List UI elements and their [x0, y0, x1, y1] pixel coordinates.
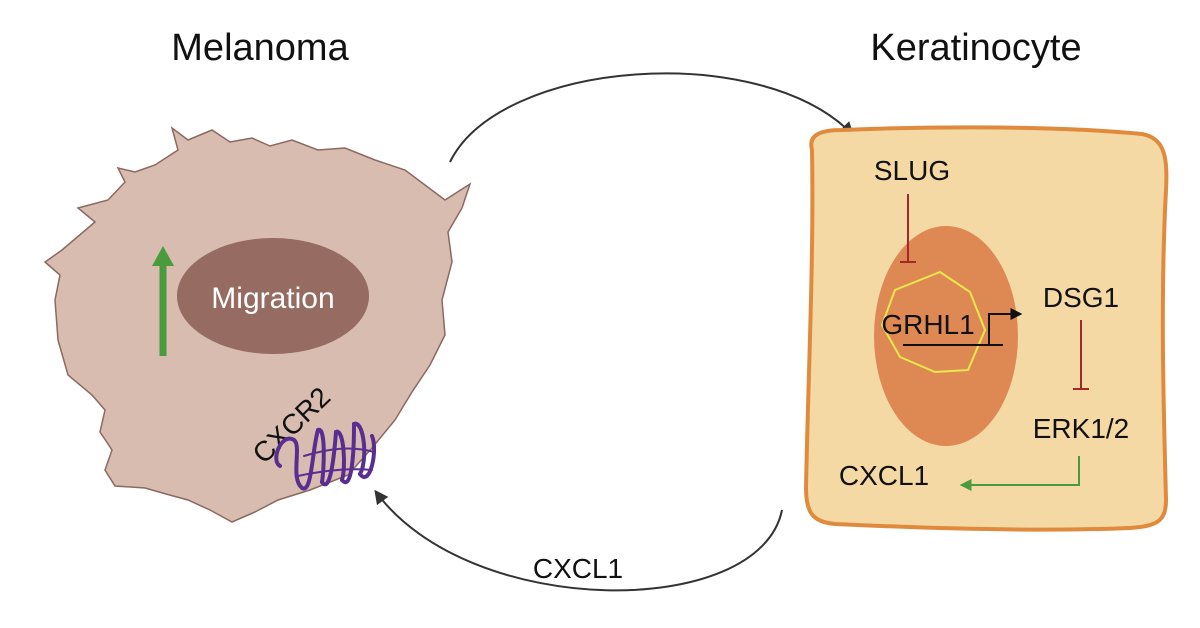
cxcr2-receptor-icon: [274, 421, 377, 491]
migration-increase-arrow: [152, 246, 174, 356]
slug-label: SLUG: [874, 155, 950, 186]
transcription-arrow-icon: [903, 308, 1023, 346]
melanoma-title: Melanoma: [171, 27, 349, 69]
keratinocyte-nucleus: [874, 226, 1018, 446]
chromatin-ring: [880, 270, 987, 374]
migration-label: Migration: [211, 282, 334, 315]
signal-arrow-to-keratinocyte: [449, 72, 854, 163]
cxcl1-label: CXCL1: [839, 460, 929, 491]
melanoma-nucleus: [177, 238, 369, 354]
erk-activation-arrow: [959, 456, 1080, 491]
grhl1-label: GRHL1: [881, 309, 974, 340]
erk-label: ERK1/2: [1033, 413, 1130, 444]
keratinocyte-title: Keratinocyte: [870, 27, 1081, 69]
dsg1-label: DSG1: [1043, 282, 1119, 313]
signal-arrow-to-melanoma: [374, 489, 783, 592]
slug-inhibition-icon: [900, 194, 916, 263]
secreted-cxcl1-label: CXCL1: [533, 553, 623, 584]
dsg1-inhibition-icon: [1073, 320, 1089, 390]
